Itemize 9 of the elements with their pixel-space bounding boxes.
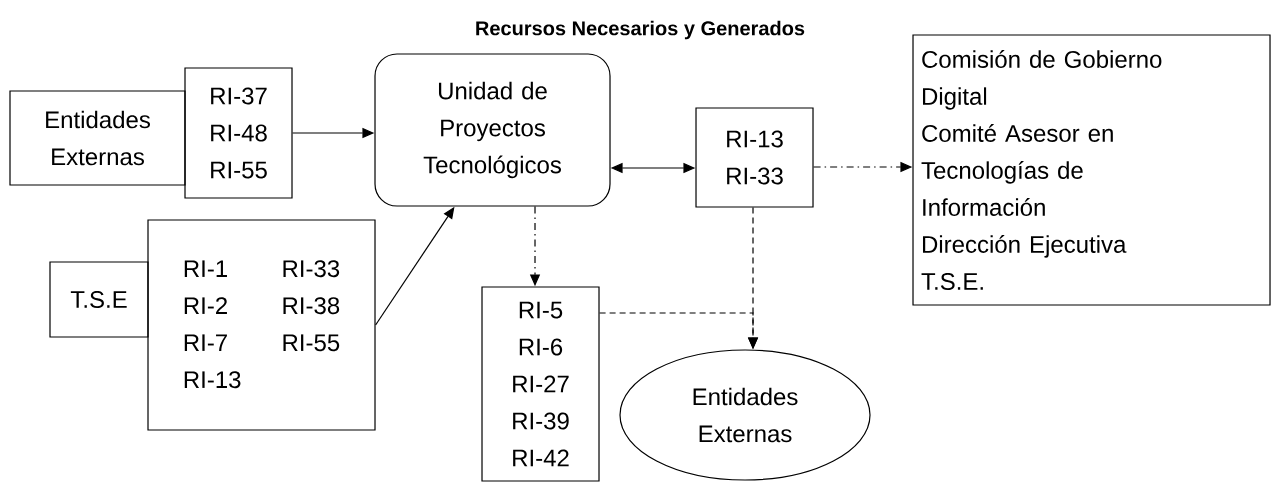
resource-box: RI-5 RI-6 RI-27 RI-39 RI-42 xyxy=(481,286,600,482)
entity-box: Comisión de Gobierno Digital Comité Asesor en Tecnologías de Información Dirección Ejecutiva T.S.E. xyxy=(912,34,1271,306)
entity-box: T.S.E xyxy=(49,261,149,338)
entity-box: Entidades Externas xyxy=(9,90,186,186)
process-box: Unidad de Proyectos Tecnológicos xyxy=(374,53,611,207)
resource-box: RI-1 RI-33 RI-2 RI-38 RI-7 RI-55 RI-13 xyxy=(147,219,376,431)
title: Recursos Necesarios y Generados xyxy=(476,20,805,40)
resource-box: RI-37 RI-48 RI-55 xyxy=(184,67,293,199)
resource-box: RI-13 RI-33 xyxy=(695,107,814,208)
